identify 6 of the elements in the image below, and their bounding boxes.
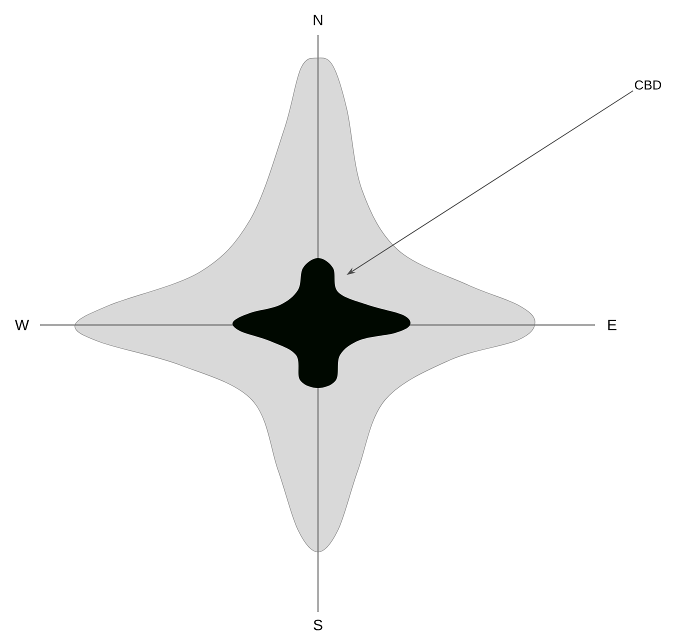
text-label: CBD xyxy=(634,80,662,90)
direction-label: S xyxy=(314,620,322,630)
direction-label: W xyxy=(14,320,30,330)
direction-label: E xyxy=(608,320,616,330)
cbd-shape xyxy=(232,258,410,388)
direction-label: N xyxy=(314,14,322,26)
